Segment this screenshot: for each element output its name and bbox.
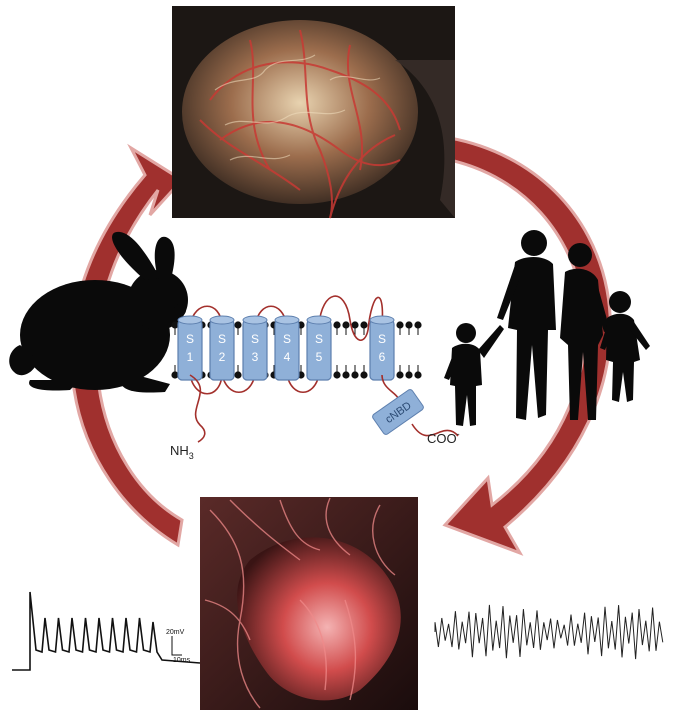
channel-loop bbox=[221, 374, 256, 393]
segment-letter: S bbox=[186, 332, 194, 346]
lipid-head bbox=[351, 321, 359, 329]
c-terminus-label: COO- bbox=[427, 429, 460, 446]
lipid-head bbox=[396, 371, 404, 379]
polymorphic-vt-line bbox=[434, 604, 664, 660]
segment-number: 6 bbox=[379, 350, 386, 364]
heart-illustration bbox=[200, 497, 418, 710]
channel-loop bbox=[318, 295, 384, 341]
lipid-head bbox=[414, 371, 422, 379]
channel-loop bbox=[189, 374, 223, 395]
c-terminus-tail bbox=[381, 374, 399, 399]
c-terminus-end bbox=[411, 423, 459, 437]
lipid-head bbox=[405, 371, 413, 379]
ecg-trace bbox=[434, 604, 664, 660]
segment-number: 5 bbox=[316, 350, 323, 364]
lipid-head bbox=[333, 371, 341, 379]
segment-cap bbox=[274, 315, 300, 325]
segment-s1: S1 bbox=[177, 315, 203, 381]
lipid-head bbox=[360, 321, 368, 329]
lipid-head bbox=[351, 371, 359, 379]
lipid-head bbox=[414, 321, 422, 329]
segment-s6: S6 bbox=[369, 315, 395, 381]
n-terminus-label: NH3 bbox=[170, 443, 194, 461]
arrow-right-down bbox=[442, 136, 612, 556]
lipid-head bbox=[360, 371, 368, 379]
lipid-head bbox=[405, 321, 413, 329]
segment-s4: S4 bbox=[274, 315, 300, 381]
lipid-head bbox=[342, 371, 350, 379]
segment-s2: S2 bbox=[209, 315, 235, 381]
segment-letter: S bbox=[315, 332, 323, 346]
segment-cap bbox=[177, 315, 203, 325]
lipid-head bbox=[171, 321, 179, 329]
segment-cap bbox=[209, 315, 235, 325]
segment-letter: S bbox=[378, 332, 386, 346]
segment-cap bbox=[242, 315, 268, 325]
segment-s5: S5 bbox=[306, 315, 332, 381]
segment-letter: S bbox=[251, 332, 259, 346]
channel-loop bbox=[286, 374, 320, 393]
brain-illustration bbox=[172, 6, 455, 219]
segment-number: 3 bbox=[252, 350, 259, 364]
cnbd-domain bbox=[372, 389, 424, 435]
segment-number: 2 bbox=[219, 350, 226, 364]
scale-bar bbox=[171, 636, 182, 656]
segment-number: 1 bbox=[187, 350, 194, 364]
n-terminus-tail bbox=[189, 374, 206, 443]
segment-cap bbox=[369, 315, 395, 325]
action-potential-line bbox=[12, 591, 201, 671]
scale-voltage-label: 20mV bbox=[166, 629, 185, 636]
action-potential-trace: 20mV 10ms bbox=[12, 591, 201, 671]
lipid-head bbox=[333, 321, 341, 329]
scale-time-label: 10ms bbox=[173, 657, 191, 664]
arrow-left-up bbox=[70, 143, 185, 548]
lipid-head bbox=[234, 371, 242, 379]
segment-letter: S bbox=[218, 332, 226, 346]
segment-s3: S3 bbox=[242, 315, 268, 381]
lipid-head bbox=[234, 321, 242, 329]
lipid-head bbox=[396, 321, 404, 329]
segment-cap bbox=[306, 315, 332, 325]
segment-letter: S bbox=[283, 332, 291, 346]
rabbit-silhouette bbox=[9, 231, 188, 393]
lipid-head bbox=[342, 321, 350, 329]
family-silhouette bbox=[444, 230, 650, 426]
segment-number: 4 bbox=[284, 350, 291, 364]
lipid-head bbox=[171, 371, 179, 379]
